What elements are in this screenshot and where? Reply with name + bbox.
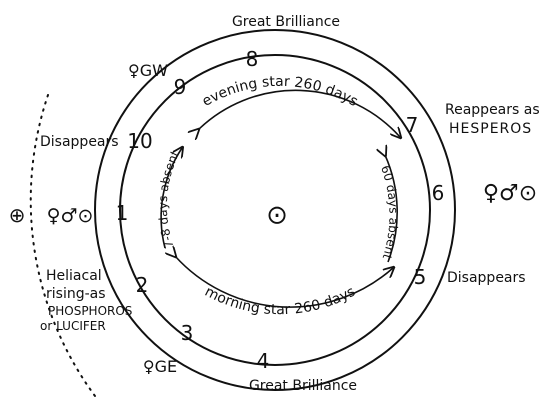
position-9: 9: [174, 75, 187, 99]
reappears-line2: HESPEROS: [449, 121, 532, 137]
evening-star-arc: [198, 89, 400, 137]
sun-icon: ⊙: [266, 201, 288, 231]
outer-circle: [94, 29, 456, 391]
absent-left-label: 7-8 days absent: [156, 148, 182, 250]
position-8: 8: [246, 47, 259, 71]
heliacal-line4: or LUCIFER: [40, 319, 106, 333]
superior-conjunction-symbol: ♀♂⊙: [483, 181, 537, 206]
position-2: 2: [136, 273, 149, 297]
absent-left-arc: [160, 148, 182, 249]
inner-circle: [119, 54, 431, 366]
position-10: 10: [127, 129, 152, 153]
great-brilliance-bottom: Great Brilliance: [249, 378, 357, 394]
morning-star-label: morning star 260 days: [202, 284, 358, 319]
position-6: 6: [432, 181, 445, 205]
heliacal-line3: PHOSPHOROS: [48, 304, 132, 318]
absent-right-label: 60 days absent: [378, 164, 400, 262]
earth-orbit-dotted: [29, 94, 99, 401]
greatest-west-symbol: ♀GW: [128, 61, 168, 80]
position-1: 1: [116, 201, 129, 225]
position-7: 7: [406, 113, 419, 137]
disappears-right: Disappears: [447, 270, 526, 286]
heliacal-line1: Heliacal: [46, 268, 102, 284]
absent-right-arc: [385, 155, 398, 263]
heliacal-line2: rising-as: [46, 286, 106, 302]
position-4: 4: [257, 349, 270, 373]
position-5: 5: [414, 265, 427, 289]
morning-star-arc: [175, 256, 393, 308]
greatest-east-symbol: ♀GE: [143, 357, 177, 376]
position-3: 3: [181, 321, 194, 345]
inferior-conjunction-symbol: ♀♂⊙: [47, 205, 94, 227]
great-brilliance-top: Great Brilliance: [232, 14, 340, 30]
reappears-line1: Reappears as: [445, 102, 540, 118]
disappears-left: Disappears: [40, 134, 119, 150]
earth-icon: ⊕: [9, 203, 26, 227]
